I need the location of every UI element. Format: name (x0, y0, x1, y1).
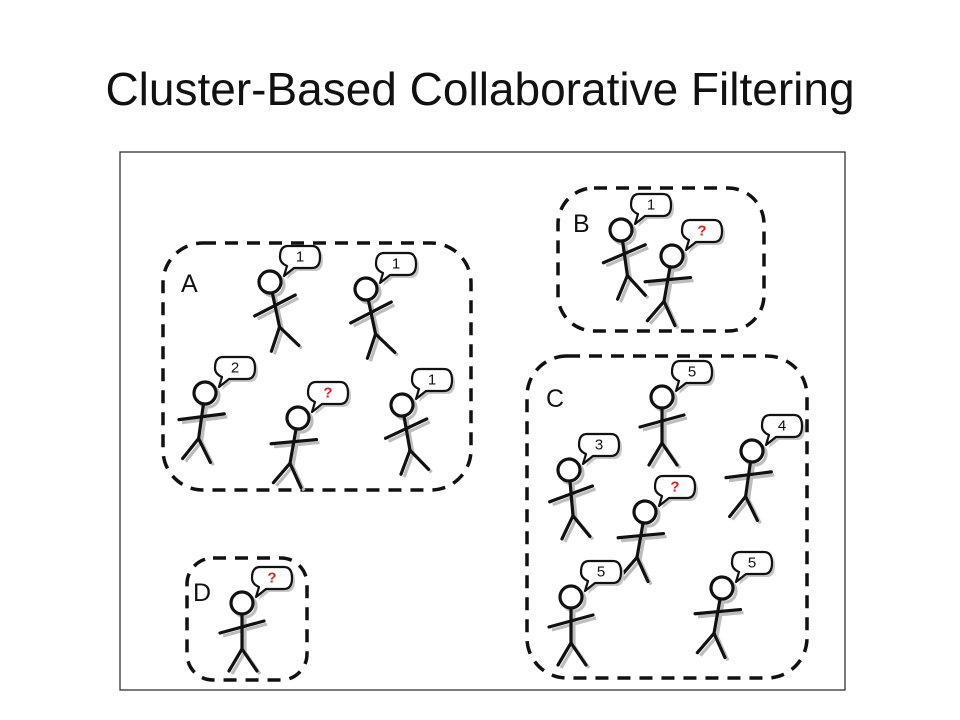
rating-bubble: ? (653, 474, 698, 509)
rating-bubble: ? (306, 380, 351, 415)
user-figure: 5 (638, 359, 715, 469)
diagram-frame (119, 151, 846, 691)
rating-bubble: 5 (670, 359, 715, 394)
person-icon (253, 269, 301, 353)
rating-value: 5 (597, 564, 605, 581)
rating-bubble: 3 (577, 432, 622, 467)
rating-value: 3 (595, 437, 603, 454)
person-icon (383, 392, 431, 476)
cluster-c-boundary (525, 354, 809, 680)
cluster-a-label: A (181, 270, 198, 298)
rating-bubble: 1 (629, 192, 674, 227)
rating-bubble: 4 (760, 413, 805, 448)
rating-bubble: 1 (278, 244, 323, 279)
rating-value: ? (697, 223, 706, 240)
person-icon (724, 438, 773, 523)
rating-value: ? (323, 385, 332, 402)
cluster-b-label: B (573, 210, 590, 238)
user-figure: 1 (383, 367, 455, 478)
person-icon (638, 384, 686, 467)
page-title: Cluster-Based Collaborative Filtering (105, 63, 855, 115)
cluster-a-boundary (161, 241, 473, 492)
rating-value: ? (670, 479, 679, 496)
person-icon (349, 276, 397, 360)
person-icon (177, 380, 226, 465)
user-figure: 5 (693, 550, 775, 662)
rating-bubble: ? (250, 565, 295, 600)
user-figure: ? (616, 474, 698, 586)
rating-bubble: 5 (579, 559, 624, 594)
rating-bubble: 1 (374, 251, 419, 286)
user-figure: ? (269, 380, 351, 492)
rating-value: 1 (296, 249, 304, 266)
rating-value: 4 (778, 418, 786, 435)
person-icon (547, 584, 595, 667)
cluster-c-label: C (546, 385, 564, 413)
rating-value: 1 (428, 372, 436, 389)
cluster-d-label: D (193, 579, 211, 607)
person-icon (548, 457, 595, 541)
rating-bubble: 5 (730, 550, 775, 585)
user-figure: 1 (349, 251, 419, 362)
user-figure: ? (218, 565, 295, 675)
person-icon (693, 575, 743, 660)
user-figure: 2 (177, 355, 258, 467)
user-figure: 1 (601, 192, 674, 303)
person-icon (601, 217, 647, 301)
person-icon (616, 499, 666, 584)
rating-value: 1 (392, 256, 400, 273)
person-icon (643, 243, 693, 328)
rating-value: 5 (748, 555, 756, 572)
rating-bubble: 1 (410, 367, 455, 402)
cluster-d-boundary (185, 556, 309, 682)
rating-value: 5 (688, 364, 696, 381)
person-icon (218, 590, 266, 673)
user-figure: 1 (253, 244, 323, 355)
user-figure: 3 (548, 432, 622, 543)
user-figure: 4 (724, 413, 805, 525)
rating-value: ? (267, 570, 276, 587)
person-icon (269, 405, 319, 490)
user-figure: 5 (547, 559, 624, 669)
cluster-b-boundary (556, 186, 766, 333)
user-figure: ? (643, 218, 725, 330)
rating-value: 2 (231, 360, 239, 377)
users-layer: 1 1 2? 1 1? 5 4 3? 5 5? (177, 192, 805, 675)
rating-bubble: 2 (213, 355, 258, 390)
rating-value: 1 (647, 197, 655, 214)
rating-bubble: ? (680, 218, 725, 253)
